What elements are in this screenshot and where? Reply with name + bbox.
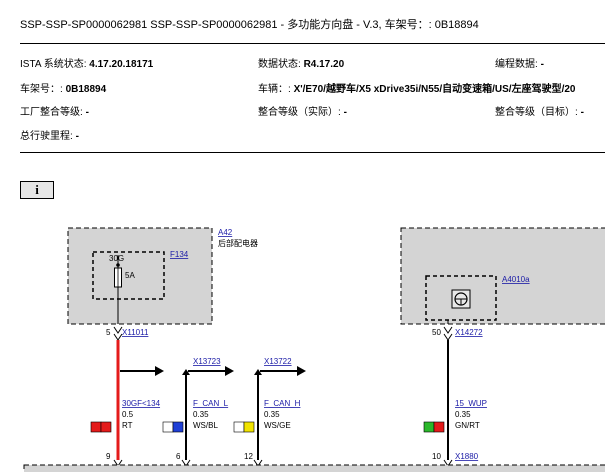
info-button[interactable]: i bbox=[20, 181, 54, 199]
wire-2-swatch bbox=[162, 421, 184, 433]
ista-status: ISTA 系统状态: 4.17.20.18171 bbox=[20, 59, 154, 70]
wire-3-swatch bbox=[233, 421, 255, 433]
branch-arrow-head-3 bbox=[297, 366, 306, 376]
wire-1-swatch bbox=[90, 421, 112, 433]
total-mileage: 总行驶里程: - bbox=[20, 131, 79, 142]
level-actual: 整合等级（实际）: - bbox=[258, 107, 347, 118]
wire-4-size: 0.35 bbox=[455, 410, 471, 419]
wire-3-size: 0.35 bbox=[264, 410, 280, 419]
x11011-pin: 5 bbox=[106, 328, 111, 337]
fuse-rating: 5A bbox=[125, 271, 135, 280]
document-title: SSP-SSP-SP0000062981 SSP-SSP-SP000006298… bbox=[20, 19, 479, 31]
x1880-pin: 10 bbox=[432, 452, 441, 461]
programming-data: 编程数据: - bbox=[495, 59, 544, 70]
x14272-connector-symbol bbox=[443, 326, 453, 334]
a4010a-link[interactable]: A4010a bbox=[502, 275, 530, 284]
a42-link[interactable]: A42 bbox=[218, 228, 233, 237]
pin-9: 9 bbox=[106, 452, 111, 461]
level-target: 整合等级（目标）: - bbox=[495, 107, 584, 118]
x14272-connector-symbol-2 bbox=[443, 333, 453, 341]
wire-3-signal[interactable]: F_CAN_H bbox=[264, 399, 301, 408]
a42-module-box bbox=[67, 227, 213, 325]
fuse-node bbox=[116, 263, 120, 267]
info-divider bbox=[20, 152, 605, 153]
a4010a-inner-box bbox=[425, 275, 497, 321]
x13722-link[interactable]: X13722 bbox=[264, 357, 292, 366]
pin-6: 6 bbox=[176, 452, 181, 461]
steering-wheel-icon bbox=[454, 292, 468, 306]
bottom-module-box bbox=[23, 464, 605, 472]
branch-arrow-head-2 bbox=[225, 366, 234, 376]
wire-4-swatch bbox=[423, 421, 445, 433]
x11011-connector-symbol bbox=[113, 326, 123, 334]
wire-1-signal[interactable]: 30GF<134 bbox=[122, 399, 161, 408]
fuse-box bbox=[92, 251, 165, 300]
wire-2-size: 0.35 bbox=[193, 410, 209, 419]
x14272-link[interactable]: X14272 bbox=[455, 328, 483, 337]
pin-12: 12 bbox=[244, 452, 253, 461]
x1880-link[interactable]: X1880 bbox=[455, 452, 479, 461]
x13723-link[interactable]: X13723 bbox=[193, 357, 221, 366]
factory-level: 工厂整合等级: - bbox=[20, 107, 89, 118]
wire-1-color: RT bbox=[122, 421, 133, 430]
vin: 车架号：: 0B18894 bbox=[20, 84, 107, 95]
vehicle: 车辆：: X'/E70/越野车/X5 xDrive35i/N55/自动变速箱/U… bbox=[258, 84, 576, 95]
wire-3-color: WS/GE bbox=[264, 421, 291, 430]
fuse-terminal: 30G bbox=[109, 254, 124, 263]
wire-4-color: GN/RT bbox=[455, 421, 480, 430]
data-status: 数据状态: R4.17.20 bbox=[258, 59, 345, 70]
header-divider bbox=[20, 43, 605, 44]
branch-node-3 bbox=[254, 369, 262, 375]
branch-arrow-head-1 bbox=[155, 366, 164, 376]
branch-node-2 bbox=[182, 369, 190, 375]
x14272-pin: 50 bbox=[432, 328, 441, 337]
f134-link[interactable]: F134 bbox=[170, 250, 189, 259]
x11011-connector-symbol-2 bbox=[113, 333, 123, 341]
a42-description: 后部配电器 bbox=[218, 238, 258, 248]
wire-2-color: WS/BL bbox=[193, 421, 218, 430]
wire-2-signal[interactable]: F_CAN_L bbox=[193, 399, 229, 408]
x11011-link[interactable]: X11011 bbox=[122, 328, 149, 337]
wire-4-signal[interactable]: 15_WUP bbox=[455, 399, 487, 408]
wire-1-size: 0.5 bbox=[122, 410, 134, 419]
